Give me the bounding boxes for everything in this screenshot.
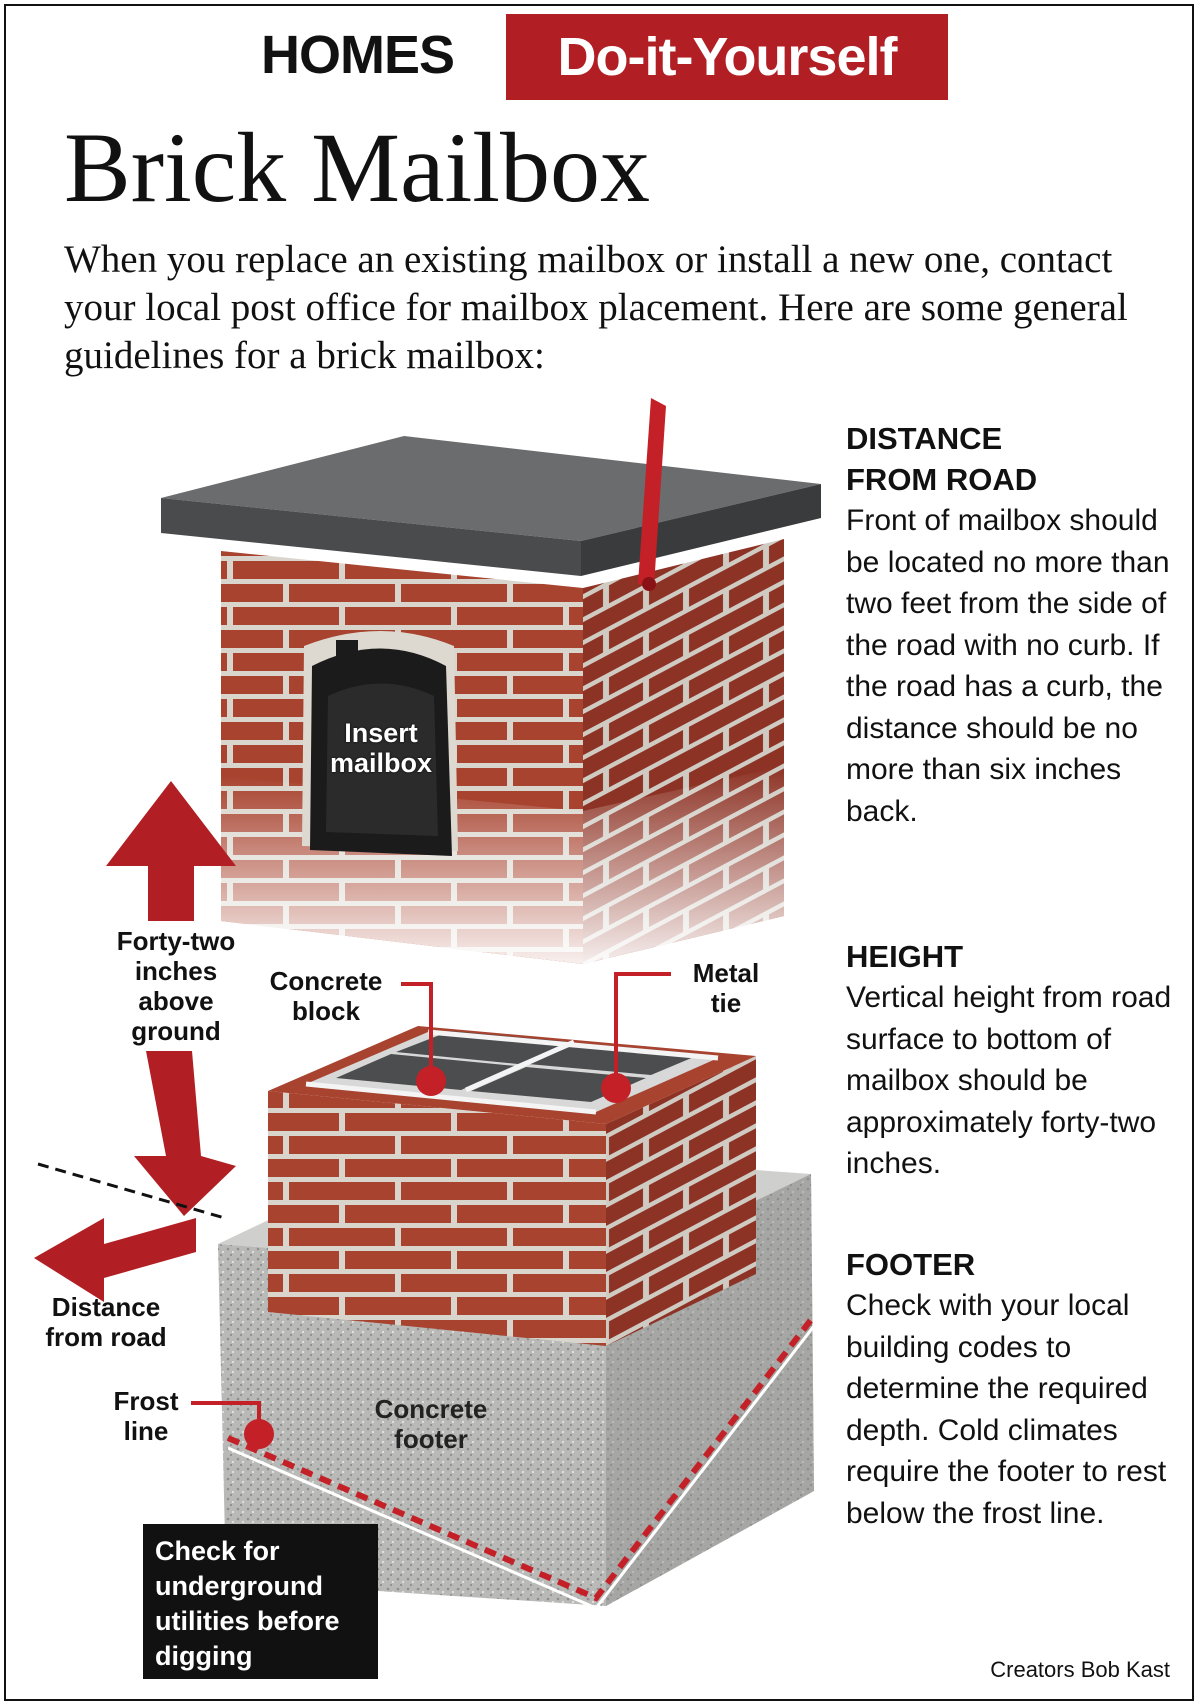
section-distance-body: Front of mailbox should be located no mo… <box>846 504 1170 828</box>
lower-column-front <box>268 1091 606 1346</box>
section-height-body: Vertical height from road surface to bot… <box>846 981 1172 1180</box>
mailbox-latch <box>336 640 358 684</box>
intro-text: When you replace an existing mailbox or … <box>64 238 1128 377</box>
page-title: Brick Mailbox <box>64 112 651 223</box>
mailbox-diagram <box>34 398 821 1610</box>
cap-front <box>161 498 581 576</box>
section-footer-heading: FOOTER <box>846 1247 976 1282</box>
section-distance: DISTANCE FROM ROAD Front of mailbox shou… <box>846 418 1186 832</box>
section-label: HOMES <box>261 25 455 85</box>
concrete-block-leader <box>401 982 433 1081</box>
height-arrow-up <box>106 781 236 921</box>
callouts <box>191 972 671 1449</box>
forty-two-inches-label: Forty-two inches above ground <box>116 926 236 1046</box>
section-height-heading: HEIGHT <box>846 939 964 974</box>
upper-brick-column <box>161 398 821 964</box>
metal-tie <box>464 1039 576 1093</box>
lower-column-side <box>606 1056 756 1346</box>
metal-tie-leader <box>614 972 671 1088</box>
section-footer-body: Check with your local building codes to … <box>846 1289 1167 1530</box>
concrete-footer-label: Concrete footer <box>374 1394 488 1454</box>
metal-tie-label: Metal tie <box>692 958 760 1018</box>
section-distance-heading-1: DISTANCE <box>846 421 1003 456</box>
distance-arrow <box>34 1218 196 1302</box>
mailbox-flag <box>638 398 666 586</box>
credit-line: Creators Bob Kast <box>990 1657 1170 1682</box>
section-tag: Do-it-Yourself <box>506 14 948 100</box>
section-distance-heading-2: FROM ROAD <box>846 462 1038 497</box>
infographic-frame: HOMES Do-it-Yourself Brick Mailbox When … <box>4 4 1194 1701</box>
frost-line-label: Frost line <box>113 1386 179 1446</box>
ground-dashed-line <box>37 1162 229 1221</box>
lower-block-column <box>268 1026 756 1346</box>
concrete-block-label: Concrete block <box>269 966 383 1026</box>
distance-from-road-label: Distance from road <box>45 1292 167 1352</box>
section-height: HEIGHT Vertical height from road surface… <box>846 936 1186 1185</box>
height-arrow-down <box>134 1051 236 1216</box>
utilities-note-box: Check for underground utilities before d… <box>143 1524 378 1679</box>
metal-tie <box>305 1081 597 1115</box>
insert-mailbox-label: Insert mailbox <box>329 718 433 778</box>
frost-line <box>226 1314 817 1602</box>
section-footer: FOOTER Check with your local building co… <box>846 1244 1186 1534</box>
